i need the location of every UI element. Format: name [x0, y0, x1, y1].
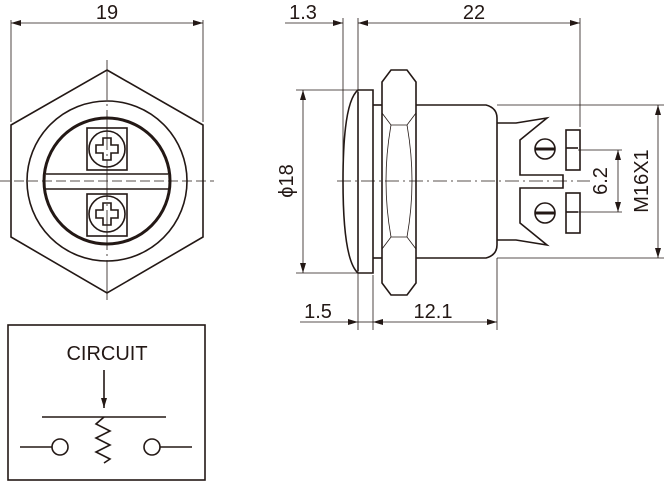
switch-body [416, 104, 498, 259]
body-dimension: 12.1 [414, 301, 453, 323]
diameter-dimension: ϕ18 [276, 164, 298, 197]
side-view: 1.3 22 ϕ18 [276, 2, 664, 330]
terminal-pitch-dimension: 6.2 [590, 167, 612, 195]
terminal-screw-top [86, 127, 128, 171]
length-dimension: 22 [463, 2, 485, 24]
circuit-title: CIRCUIT [66, 343, 147, 365]
cap-dimension: 1.5 [304, 301, 332, 323]
front-view: 19 [0, 2, 214, 300]
terminals [497, 116, 581, 247]
side-nut [381, 69, 417, 296]
circuit-diagram: CIRCUIT [7, 324, 206, 481]
width-dimension: 19 [96, 2, 118, 24]
terminal-screw-bottom [86, 193, 128, 237]
flange-dimension: 1.3 [289, 2, 317, 24]
thread-dimension: M16X1 [631, 149, 653, 212]
button-dome [342, 89, 374, 274]
